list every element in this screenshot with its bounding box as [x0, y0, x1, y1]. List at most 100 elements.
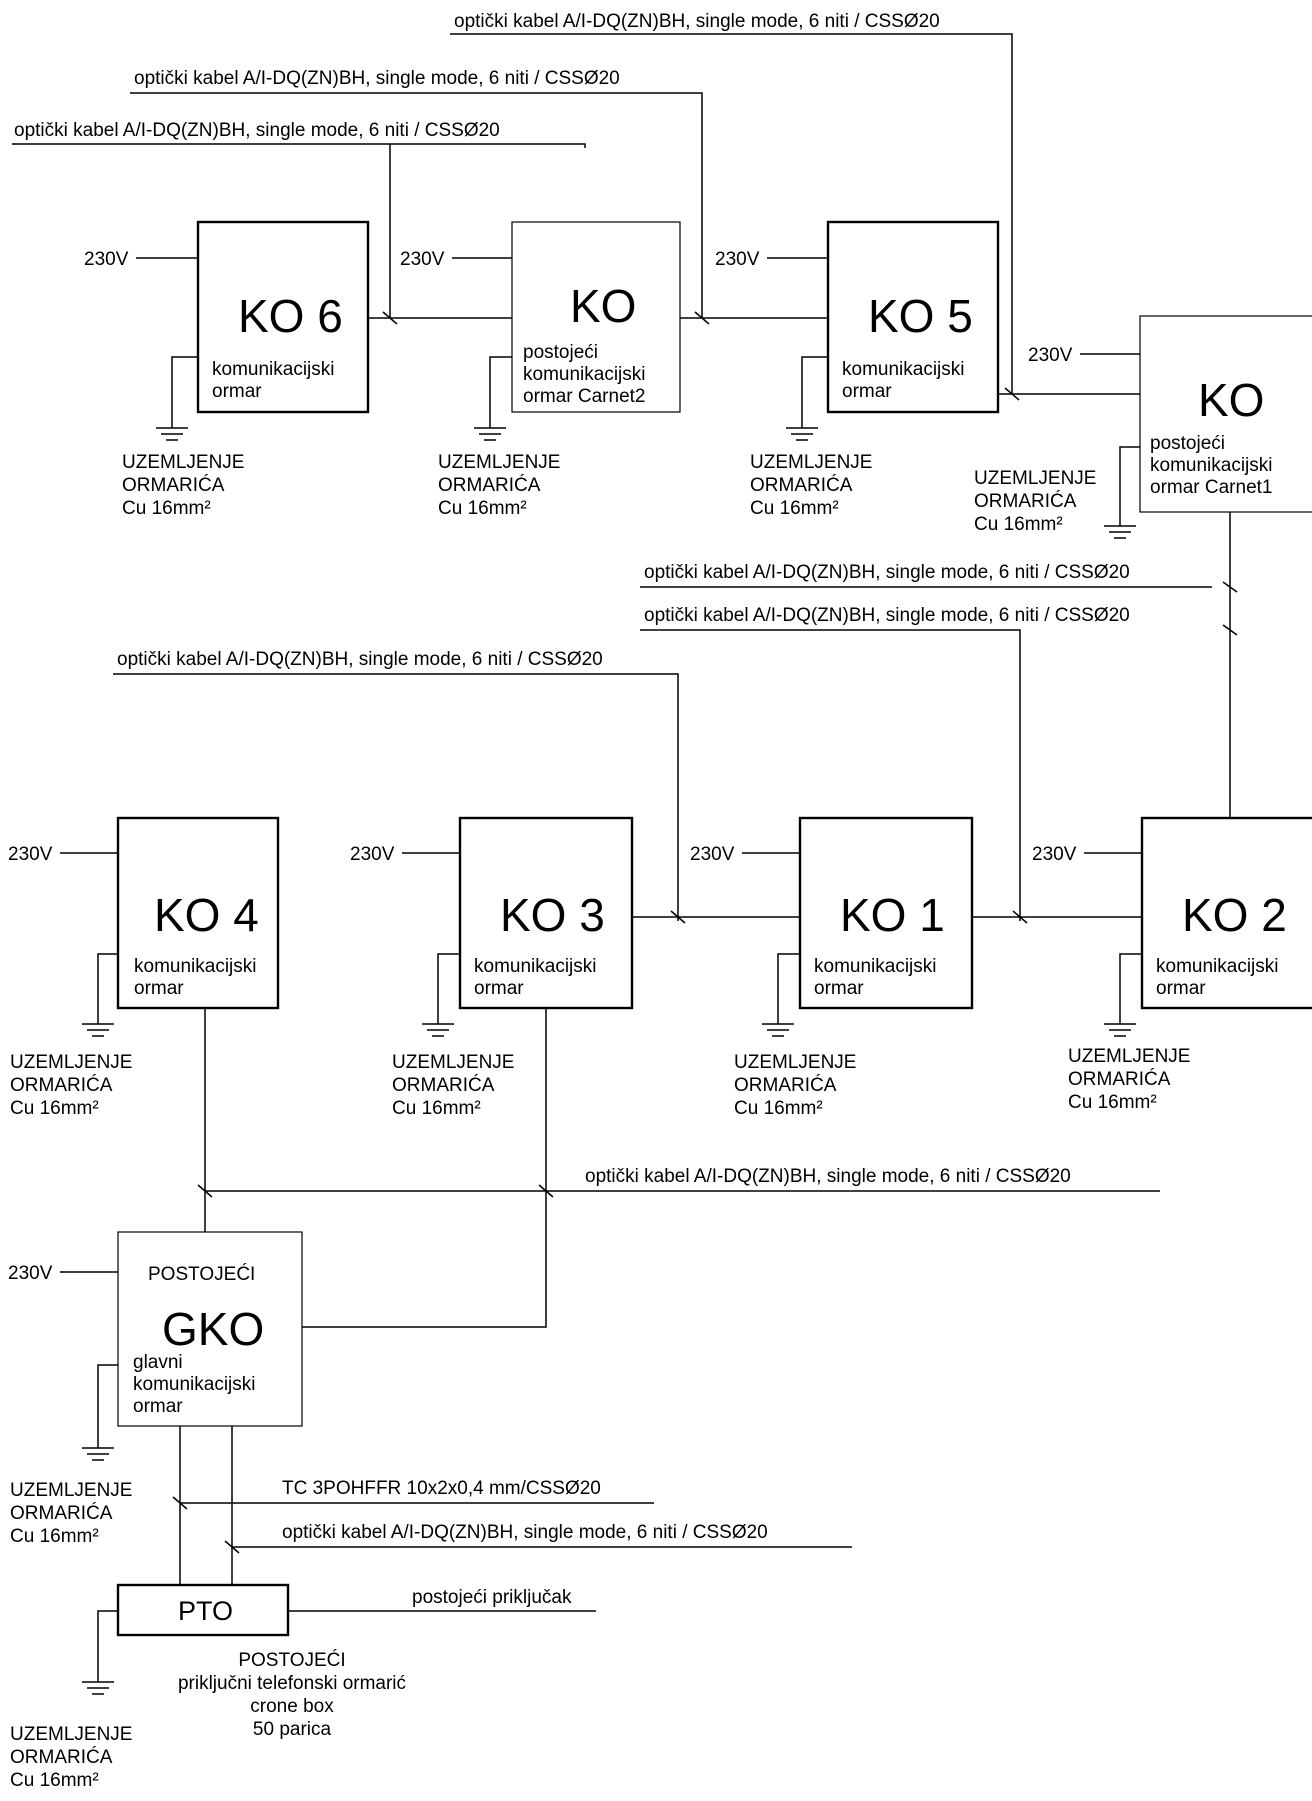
cabinet-title: KO 2	[1182, 889, 1287, 941]
ground-label: Cu 16mm²	[1068, 1092, 1157, 1113]
ground-label: Cu 16mm²	[122, 498, 211, 519]
cabinet-gko: POSTOJEĆI GKO glavni komunikacijski orma…	[8, 1231, 303, 1547]
pto-caption: crone box	[250, 1696, 334, 1717]
cable-label: optički kabel A/I-DQ(ZN)BH, single mode,…	[117, 649, 603, 670]
cable-line	[12, 143, 586, 148]
cabinet-title: KO 6	[238, 290, 343, 342]
ground-label: UZEMLJENJE	[750, 452, 872, 473]
supply-voltage-label: 230V	[8, 1263, 53, 1284]
fiber-cable-h: optički kabel A/I-DQ(ZN)BH, single mode,…	[232, 1522, 852, 1548]
cabinet-desc: postojeći	[1150, 433, 1225, 454]
ground-label: ORMARIĆA	[10, 1746, 113, 1768]
cable-line	[640, 629, 1021, 921]
ground-label: Cu 16mm²	[750, 498, 839, 519]
cabinet-desc: komunikacijski	[814, 956, 936, 977]
cable-label: optički kabel A/I-DQ(ZN)BH, single mode,…	[14, 120, 500, 141]
ground-label: ORMARIĆA	[974, 490, 1077, 512]
supply-voltage-label: 230V	[715, 249, 760, 270]
cabinet-title: PTO	[178, 1596, 233, 1626]
supply-voltage-label: 230V	[1032, 844, 1077, 865]
tc-cable: TC 3POHFFR 10x2x0,4 mm/CSSØ20	[180, 1478, 654, 1504]
supply-voltage-label: 230V	[690, 844, 735, 865]
cabinet-pto: PTO postojeći priključak UZEMLJENJE ORMA…	[10, 1583, 596, 1791]
ground-label: UZEMLJENJE	[974, 468, 1096, 489]
ground-label: Cu 16mm²	[392, 1098, 481, 1119]
cabinet-desc: komunikacijski	[134, 956, 256, 977]
cabinet-desc: komunikacijski	[1156, 956, 1278, 977]
ground-icon	[474, 427, 506, 441]
ground-label: UZEMLJENJE	[392, 1052, 514, 1073]
cabinet-title: KO 3	[500, 889, 605, 941]
ground-label: ORMARIĆA	[10, 1502, 113, 1524]
ground-icon	[762, 1023, 794, 1037]
fiber-cable-d: optički kabel A/I-DQ(ZN)BH, single mode,…	[640, 562, 1212, 588]
cabinet-ko6: KO 6 komunikacijski ormar 230V UZEMLJENJ…	[84, 220, 370, 519]
supply-voltage-label: 230V	[350, 844, 395, 865]
ground-icon	[1104, 525, 1136, 539]
cabinet-box	[1140, 816, 1312, 1010]
cabinet-title: KO 5	[868, 290, 973, 342]
cable-label: optički kabel A/I-DQ(ZN)BH, single mode,…	[454, 11, 940, 32]
ground-icon	[786, 427, 818, 441]
cabinet-box	[116, 816, 280, 1010]
cabinet-box	[458, 816, 634, 1010]
cable-label: TC 3POHFFR 10x2x0,4 mm/CSSØ20	[282, 1478, 601, 1499]
cabinet-carnet1: KO postojeći komunikacijski ormar Carnet…	[974, 315, 1312, 539]
ground-label: ORMARIĆA	[392, 1074, 495, 1096]
pto-caption: priključni telefonski ormarić	[178, 1673, 406, 1694]
cable-label: optički kabel A/I-DQ(ZN)BH, single mode,…	[134, 68, 620, 89]
cabinet-desc: komunikacijski	[474, 956, 596, 977]
ground-label: Cu 16mm²	[10, 1098, 99, 1119]
ground-label: UZEMLJENJE	[10, 1480, 132, 1501]
ground-label: ORMARIĆA	[734, 1074, 837, 1096]
cabinet-desc: glavni	[133, 1352, 183, 1373]
ground-label: UZEMLJENJE	[122, 452, 244, 473]
cabinet-box	[117, 1231, 303, 1427]
ground-label: UZEMLJENJE	[438, 452, 560, 473]
cabinet-desc: ormar	[134, 978, 184, 999]
pto-caption: POSTOJEĆI	[238, 1649, 345, 1671]
cable-line	[450, 33, 1013, 394]
ground-label: Cu 16mm²	[438, 498, 527, 519]
cabinet-title: KO 4	[154, 889, 259, 941]
fiber-cable-f: optički kabel A/I-DQ(ZN)BH, single mode,…	[113, 649, 679, 921]
cabinet-desc: ormar	[1156, 978, 1206, 999]
ground-label: ORMARIĆA	[750, 474, 853, 496]
cabinet-desc: ormar	[133, 1396, 183, 1417]
ground-label: ORMARIĆA	[1068, 1068, 1171, 1090]
cable-label: optički kabel A/I-DQ(ZN)BH, single mode,…	[644, 605, 1130, 626]
fiber-cable-a: optički kabel A/I-DQ(ZN)BH, single mode,…	[450, 11, 1013, 394]
cabinet-status: POSTOJEĆI	[148, 1263, 255, 1285]
ground-label: ORMARIĆA	[122, 474, 225, 496]
cabinet-box	[196, 220, 370, 414]
cabinet-desc: ormar	[212, 381, 262, 402]
fiber-cable-c: optički kabel A/I-DQ(ZN)BH, single mode,…	[12, 120, 586, 318]
supply-voltage-label: 230V	[400, 249, 445, 270]
cabinet-box	[826, 220, 1000, 414]
ground-label: UZEMLJENJE	[1068, 1046, 1190, 1067]
supply-voltage-label: 230V	[8, 844, 53, 865]
cabinet-ko1: KO 1 komunikacijski ormar 230V UZEMLJENJ…	[690, 816, 974, 1119]
cabinet-ko2: KO 2 komunikacijski ormar 230V UZEMLJENJ…	[1032, 816, 1312, 1113]
fiber-cable-b: optički kabel A/I-DQ(ZN)BH, single mode,…	[130, 68, 703, 318]
cabinet-ko4: KO 4 komunikacijski ormar 230V UZEMLJENJ…	[8, 816, 280, 1119]
cabinet-box	[116, 1583, 290, 1637]
ground-icon	[1104, 1023, 1136, 1037]
ground-icon	[82, 1681, 114, 1695]
ground-icon	[82, 1447, 114, 1461]
cabinet-desc: komunikacijski	[523, 364, 645, 385]
cable-line	[130, 92, 703, 318]
ground-icon	[422, 1023, 454, 1037]
supply-voltage-label: 230V	[84, 249, 129, 270]
cabinet-desc: komunikacijski	[1150, 455, 1272, 476]
cabinet-box	[511, 221, 681, 413]
cabinet-carnet2: KO postojeći komunikacijski ormar Carnet…	[400, 221, 681, 519]
ground-label: ORMARIĆA	[438, 474, 541, 496]
cabinet-box	[798, 816, 974, 1010]
ground-label: Cu 16mm²	[974, 514, 1063, 535]
ground-label: UZEMLJENJE	[734, 1052, 856, 1073]
supply-voltage-label: 230V	[1028, 345, 1073, 366]
cabinet-desc: ormar Carnet1	[1150, 477, 1273, 498]
cabinet-title: GKO	[162, 1303, 264, 1355]
